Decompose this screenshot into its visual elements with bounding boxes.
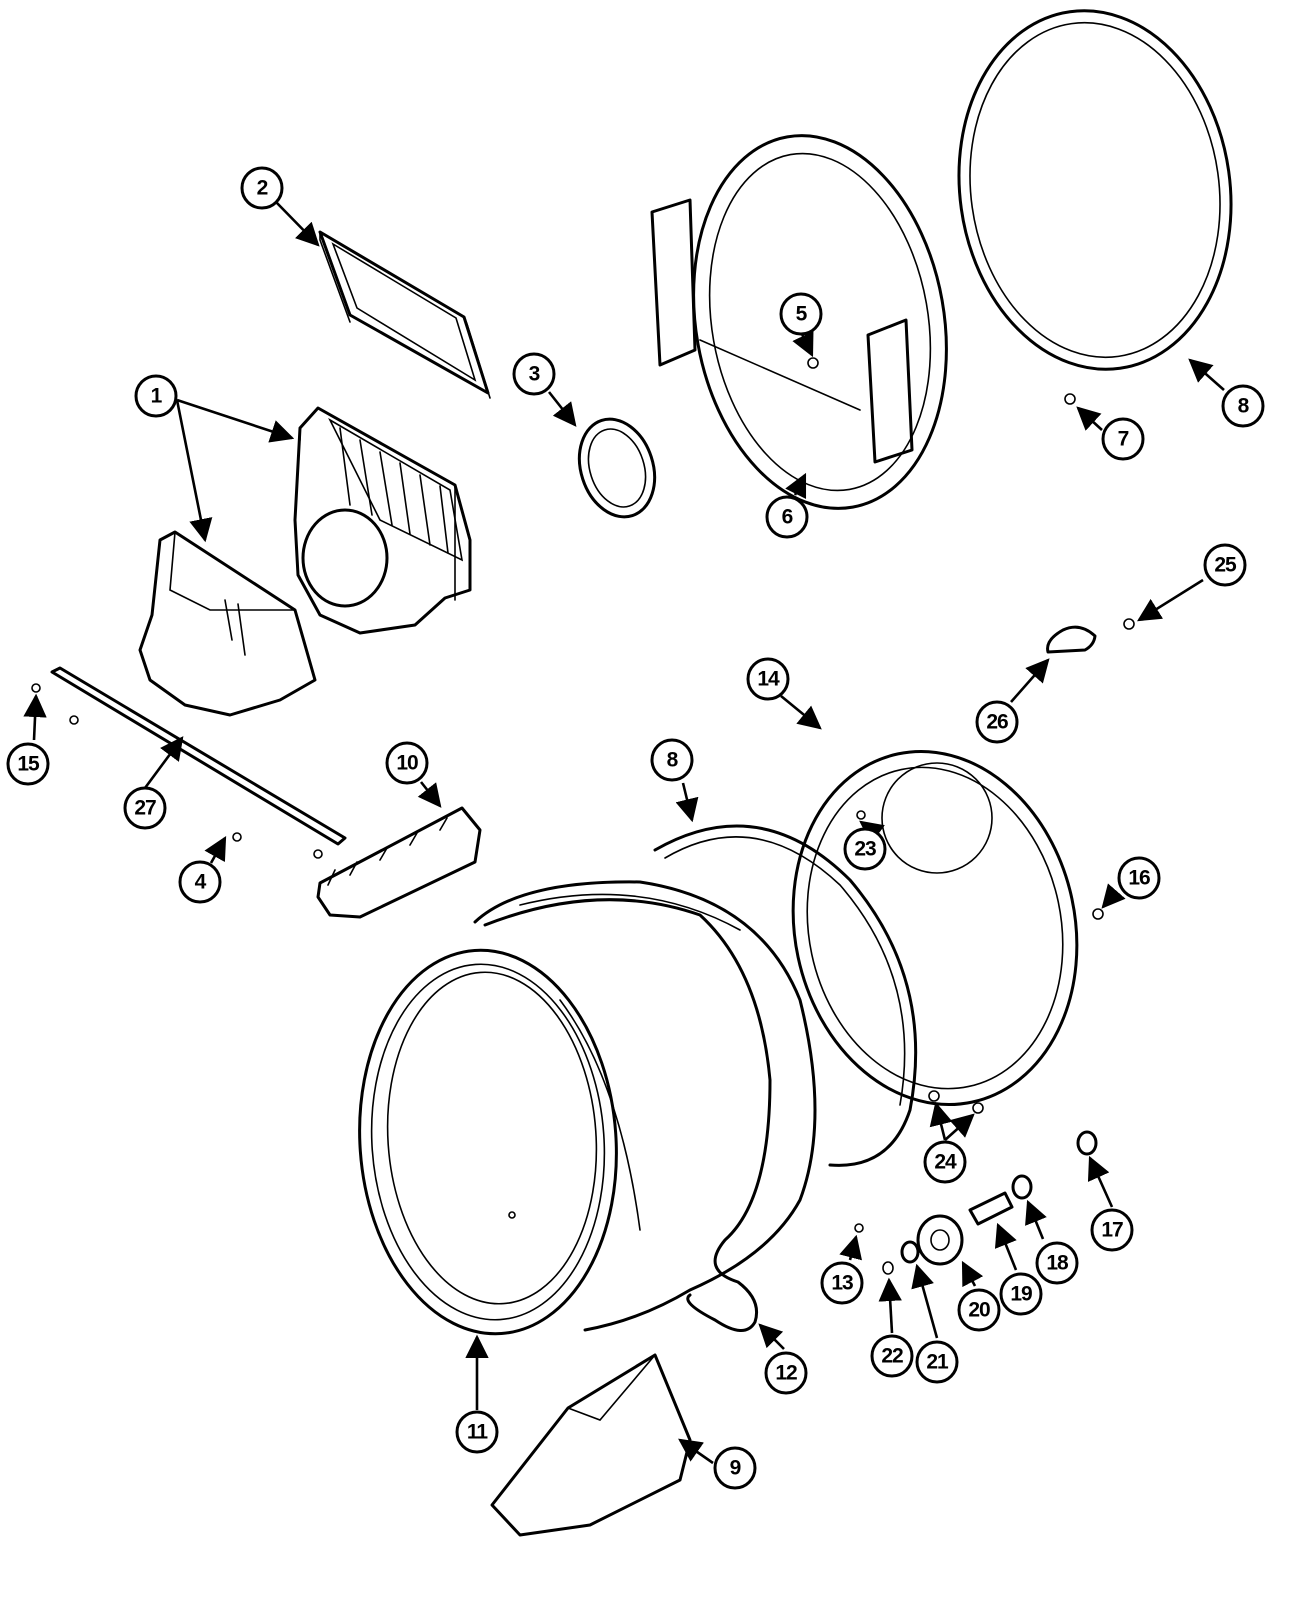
svg-text:20: 20 [968,1299,990,1322]
callout-19: 19 [999,1272,1043,1316]
callout-23: 23 [843,827,887,871]
callout-4: 4 [178,860,222,904]
svg-text:16: 16 [1128,867,1150,890]
callout-5: 5 [779,292,823,336]
svg-text:12: 12 [775,1362,797,1385]
part-drive-belt [483,898,772,1332]
svg-text:8: 8 [1238,395,1250,418]
svg-text:5: 5 [796,303,808,326]
svg-text:11: 11 [467,1421,489,1444]
part-cover [490,1353,692,1537]
svg-text:14: 14 [757,668,780,691]
callout-6: 6 [765,495,809,539]
part-drum-seal-lower [653,824,918,1167]
callout-21: 21 [915,1340,959,1384]
svg-text:27: 27 [134,797,156,820]
svg-text:19: 19 [1010,1283,1032,1306]
part-seal-ring [577,417,657,519]
svg-text:3: 3 [529,363,540,386]
callout-3: 3 [512,352,556,396]
svg-text:10: 10 [396,752,418,775]
svg-text:4: 4 [195,871,207,894]
part-duct-lower [138,530,317,717]
callout-8-lower: 8 [650,738,694,782]
svg-text:2: 2 [257,177,268,200]
leader-lines [23,201,1225,1465]
callout-22: 22 [870,1334,914,1378]
part-drum-seal-top [957,9,1233,405]
part-mounting-strip [31,666,347,859]
callout-18: 18 [1035,1241,1079,1285]
callout-25: 25 [1203,543,1247,587]
callout-24: 24 [923,1140,967,1184]
svg-text:25: 25 [1214,554,1237,577]
part-drum [358,880,817,1336]
svg-text:18: 18 [1046,1252,1069,1275]
callout-1: 1 [134,374,178,418]
callout-12: 12 [764,1351,808,1395]
part-front-bulkhead [650,134,948,510]
part-blower-housing-upper [293,406,472,635]
svg-text:6: 6 [782,506,793,529]
svg-text:9: 9 [730,1457,741,1480]
part-rear-bulkhead [791,749,1079,1107]
callout-13: 13 [820,1261,864,1305]
callout-26: 26 [975,700,1019,744]
part-bracket [316,806,482,919]
svg-text:1: 1 [151,385,163,408]
svg-text:24: 24 [934,1151,957,1174]
callout-17: 17 [1090,1208,1134,1252]
svg-text:26: 26 [986,711,1008,734]
callout-7: 7 [1101,417,1145,461]
svg-text:8: 8 [667,749,679,772]
callout-11: 11 [455,1410,499,1454]
callout-10: 10 [385,741,429,785]
svg-text:22: 22 [881,1345,903,1368]
callout-27: 27 [123,786,167,830]
svg-text:13: 13 [831,1272,853,1295]
small-hardware [854,618,1135,1275]
svg-text:15: 15 [17,753,40,776]
callout-8-top: 8 [1221,384,1265,428]
callout-14: 14 [746,657,790,701]
callout-2: 2 [240,166,284,210]
callout-20: 20 [957,1288,1001,1332]
callouts: 1 2 3 4 5 6 7 8 8 9 10 11 12 13 14 15 16… [6,166,1265,1490]
part-lint-filter [318,230,491,399]
callout-15: 15 [6,742,50,786]
svg-text:21: 21 [926,1351,949,1374]
svg-text:7: 7 [1118,428,1129,451]
svg-text:17: 17 [1101,1219,1123,1242]
callout-9: 9 [713,1446,757,1490]
svg-text:23: 23 [854,838,876,861]
callout-16: 16 [1117,856,1161,900]
